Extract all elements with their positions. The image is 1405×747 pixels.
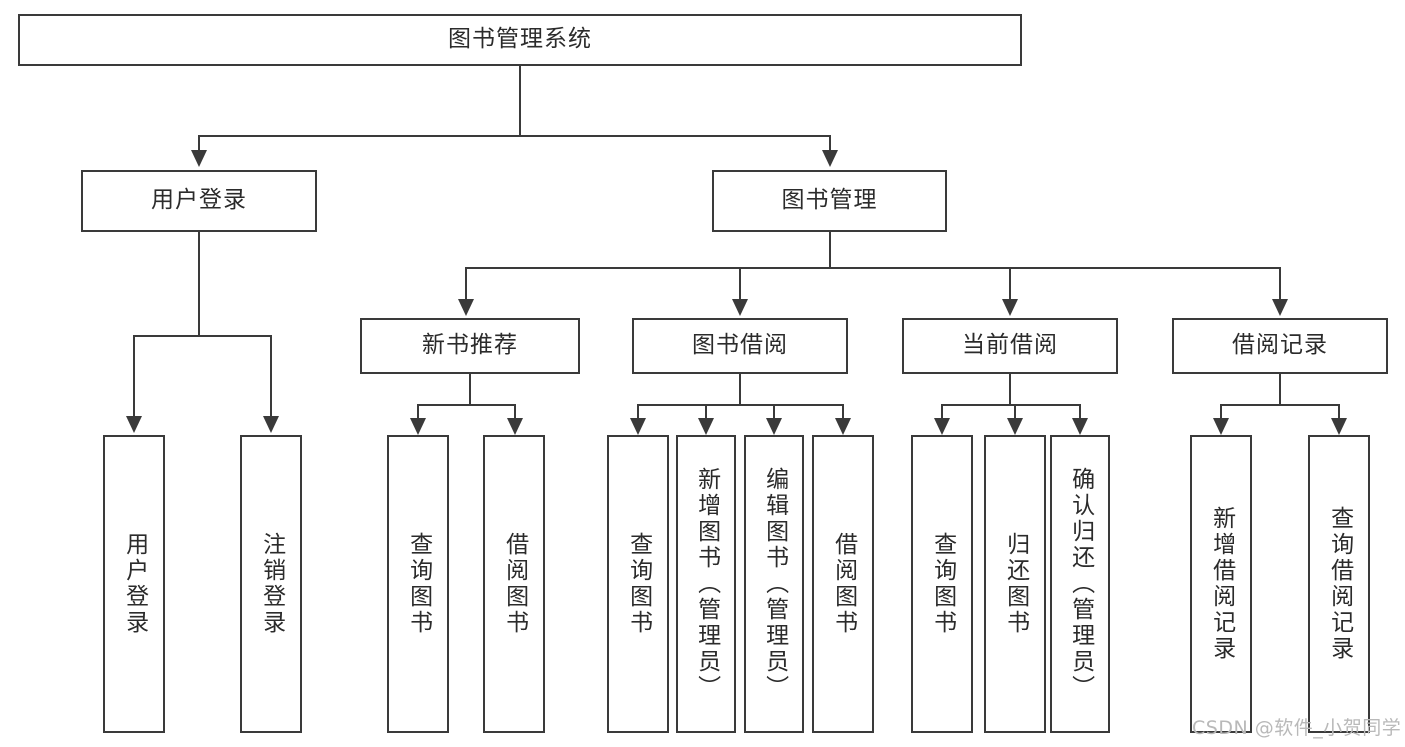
connector-level2-drop-right [829, 135, 831, 153]
csdn-watermark: CSDN @软件_小贺同学 [1192, 717, 1402, 739]
arrow-to-leaf-confirm-return [1072, 418, 1088, 435]
arrow-to-leaf-return-book [1007, 418, 1023, 435]
connector-book-borrow-drop-2 [705, 404, 707, 420]
connector-root-stem [519, 66, 521, 136]
leaf-label: 查询借阅记录 [1326, 506, 1353, 662]
node-current-borrow[interactable]: 当前借阅 [902, 318, 1118, 374]
leaf-label: 查询图书 [625, 532, 652, 636]
leaf-return-book[interactable]: 归还图书 [984, 435, 1046, 733]
connector-level3-drop-2 [739, 267, 741, 301]
leaf-query-record[interactable]: 查询借阅记录 [1308, 435, 1370, 733]
connector-user-login-drop-2 [270, 335, 272, 418]
connector-borrow-records-stem [1279, 374, 1281, 405]
leaf-label: 编辑图书（管理员） [761, 467, 788, 701]
arrow-to-leaf-add-book [698, 418, 714, 435]
connector-book-borrow-stem [739, 374, 741, 405]
arrow-to-leaf-query-record [1331, 418, 1347, 435]
connector-new-book-drop-1 [417, 404, 419, 420]
connector-current-borrow-drop-2 [1014, 404, 1016, 420]
arrow-to-leaf-query-book-1 [410, 418, 426, 435]
arrow-to-leaf-query-book-3 [934, 418, 950, 435]
leaf-label: 借阅图书 [830, 532, 857, 636]
leaf-label: 用户登录 [121, 532, 148, 636]
connector-new-book-bus [418, 404, 516, 406]
connector-level3-drop-3 [1009, 267, 1011, 301]
connector-book-borrow-drop-4 [842, 404, 844, 420]
node-root-system[interactable]: 图书管理系统 [18, 14, 1022, 66]
connector-book-management-stem [829, 232, 831, 268]
connector-user-login-bus [134, 335, 272, 337]
leaf-user-login[interactable]: 用户登录 [103, 435, 165, 733]
connector-book-borrow-bus [638, 404, 843, 406]
arrow-to-book-borrow [732, 299, 748, 316]
leaf-label: 新增图书（管理员） [693, 467, 720, 701]
connector-user-login-drop-1 [133, 335, 135, 418]
arrow-to-leaf-borrow-book-2 [835, 418, 851, 435]
leaf-edit-book[interactable]: 编辑图书（管理员） [744, 435, 804, 733]
node-user-login[interactable]: 用户登录 [81, 170, 317, 232]
arrow-to-leaf-user-logout [263, 416, 279, 433]
connector-book-borrow-drop-3 [773, 404, 775, 420]
arrow-to-user-login [191, 150, 207, 167]
node-book-borrow[interactable]: 图书借阅 [632, 318, 848, 374]
leaf-confirm-return[interactable]: 确认归还（管理员） [1050, 435, 1110, 733]
node-book-management[interactable]: 图书管理 [712, 170, 947, 232]
leaf-query-book-2[interactable]: 查询图书 [607, 435, 669, 733]
leaf-add-record[interactable]: 新增借阅记录 [1190, 435, 1252, 733]
leaf-user-logout[interactable]: 注销登录 [240, 435, 302, 733]
connector-level3-drop-1 [465, 267, 467, 301]
arrow-to-leaf-query-book-2 [630, 418, 646, 435]
leaf-label: 查询图书 [405, 532, 432, 636]
node-borrow-records[interactable]: 借阅记录 [1172, 318, 1388, 374]
arrow-to-borrow-records [1272, 299, 1288, 316]
connector-borrow-records-bus [1221, 404, 1339, 406]
leaf-query-book-3[interactable]: 查询图书 [911, 435, 973, 733]
leaf-borrow-book-1[interactable]: 借阅图书 [483, 435, 545, 733]
arrow-to-leaf-user-login [126, 416, 142, 433]
leaf-borrow-book-2[interactable]: 借阅图书 [812, 435, 874, 733]
leaf-label: 归还图书 [1002, 532, 1029, 636]
leaf-label: 查询图书 [929, 532, 956, 636]
arrow-to-book-management [822, 150, 838, 167]
connector-level2-bus [199, 135, 831, 137]
connector-new-book-drop-2 [514, 404, 516, 420]
arrow-to-leaf-borrow-book-1 [507, 418, 523, 435]
connector-current-borrow-drop-3 [1079, 404, 1081, 420]
connector-level3-bus [466, 267, 1280, 269]
arrow-to-new-book-recommend [458, 299, 474, 316]
connector-user-login-stem [198, 232, 200, 336]
arrow-to-current-borrow [1002, 299, 1018, 316]
leaf-label: 新增借阅记录 [1208, 506, 1235, 662]
connector-current-borrow-drop-1 [941, 404, 943, 420]
connector-level3-drop-4 [1279, 267, 1281, 301]
connector-new-book-stem [469, 374, 471, 405]
arrow-to-leaf-add-record [1213, 418, 1229, 435]
connector-borrow-records-drop-2 [1338, 404, 1340, 420]
connector-book-borrow-drop-1 [637, 404, 639, 420]
leaf-label: 确认归还（管理员） [1067, 467, 1094, 701]
connector-current-borrow-stem [1009, 374, 1011, 405]
arrow-to-leaf-edit-book [766, 418, 782, 435]
connector-level2-drop-left [198, 135, 200, 153]
leaf-label: 借阅图书 [501, 532, 528, 636]
leaf-label: 注销登录 [258, 532, 285, 636]
leaf-add-book[interactable]: 新增图书（管理员） [676, 435, 736, 733]
connector-current-borrow-bus [942, 404, 1080, 406]
connector-borrow-records-drop-1 [1220, 404, 1222, 420]
leaf-query-book-1[interactable]: 查询图书 [387, 435, 449, 733]
node-new-book-recommend[interactable]: 新书推荐 [360, 318, 580, 374]
